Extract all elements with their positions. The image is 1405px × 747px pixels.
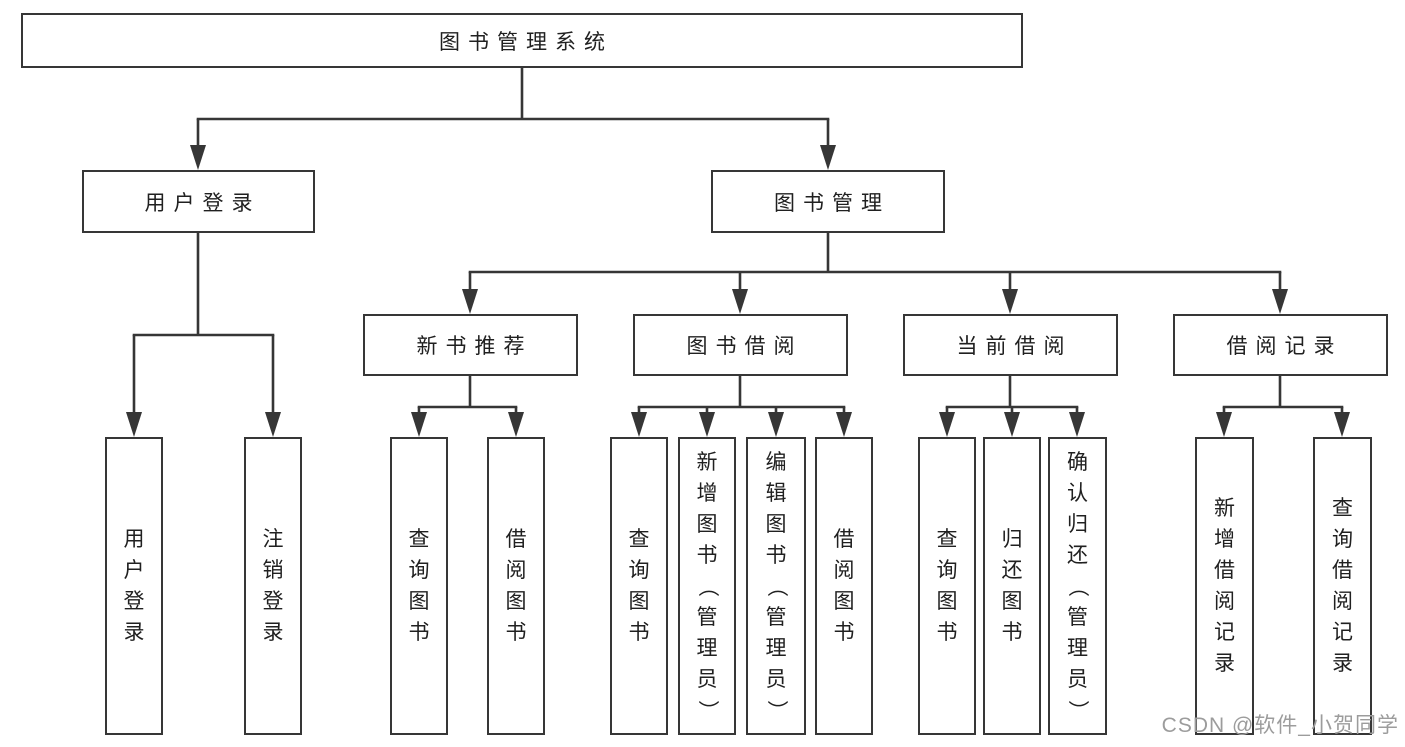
node-br-add: 新增借阅记录	[1195, 437, 1254, 735]
node-borrow-record: 借阅记录	[1173, 314, 1388, 376]
node-root: 图书管理系统	[21, 13, 1023, 68]
node-new-book-rec: 新书推荐	[363, 314, 578, 376]
node-cb-confirm: 确认归还（管理员）	[1048, 437, 1107, 735]
node-nb-borrow: 借阅图书	[487, 437, 545, 735]
node-bb-edit: 编辑图书（管理员）	[746, 437, 806, 735]
node-bb-add: 新增图书（管理员）	[678, 437, 736, 735]
arrowheads	[126, 145, 1350, 437]
node-user-login: 用户登录	[82, 170, 315, 233]
node-cb-query: 查询图书	[918, 437, 976, 735]
node-bb-borrow: 借阅图书	[815, 437, 873, 735]
node-bb-query: 查询图书	[610, 437, 668, 735]
node-nb-query: 查询图书	[390, 437, 448, 735]
node-ul-logout: 注销登录	[244, 437, 302, 735]
node-cb-return: 归还图书	[983, 437, 1041, 735]
node-current-borrow: 当前借阅	[903, 314, 1118, 376]
node-br-query: 查询借阅记录	[1313, 437, 1372, 735]
csdn-watermark: CSDN @软件_小贺同学	[1161, 714, 1399, 737]
node-book-borrow: 图书借阅	[633, 314, 848, 376]
node-ul-login: 用户登录	[105, 437, 163, 735]
node-book-mgmt: 图书管理	[711, 170, 945, 233]
